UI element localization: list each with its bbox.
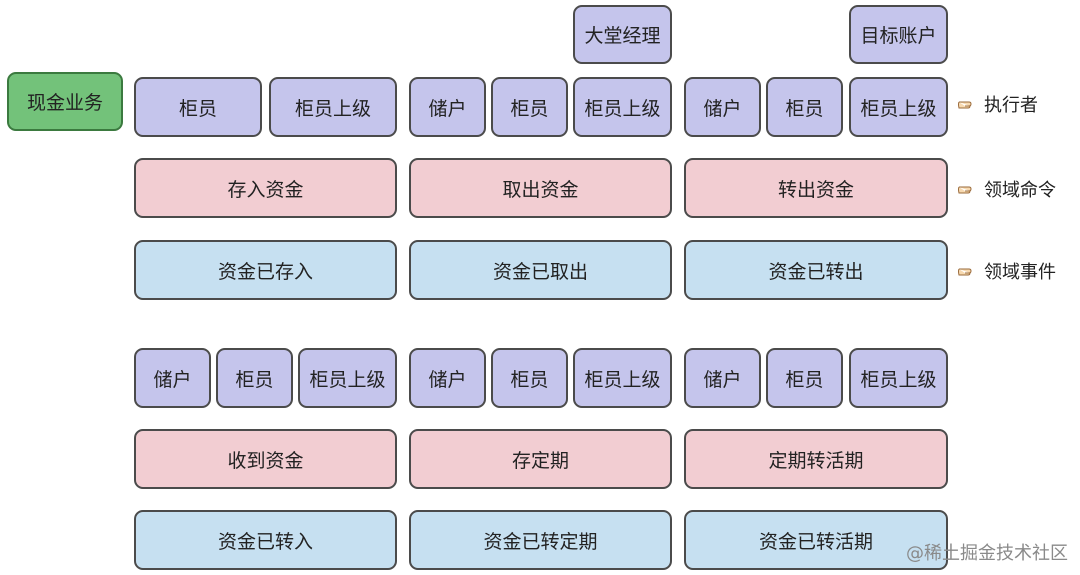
event-funds-transferred-in: 资金已转入 (134, 510, 397, 570)
command-fixed-to-current: 定期转活期 (684, 429, 948, 489)
actor-depositor: 储户 (684, 348, 761, 408)
legend-actor: 执行者 (958, 91, 1038, 117)
actor-depositor: 储户 (134, 348, 211, 408)
actor-teller-supervisor: 柜员上级 (573, 348, 672, 408)
command-fixed-deposit: 存定期 (409, 429, 672, 489)
command-receive-funds: 收到资金 (134, 429, 397, 489)
command-transfer-out-funds: 转出资金 (684, 158, 948, 218)
event-funds-to-fixed: 资金已转定期 (409, 510, 672, 570)
legend-event: 领域事件 (958, 258, 1056, 284)
legend-command: 领域命令 (958, 176, 1056, 202)
actor-teller: 柜员 (766, 77, 843, 137)
watermark: @稀土掘金技术社区 (906, 543, 1068, 564)
command-deposit-funds: 存入资金 (134, 158, 397, 218)
event-funds-to-current: 资金已转活期 (684, 510, 948, 570)
command-withdraw-funds: 取出资金 (409, 158, 672, 218)
actor-depositor: 储户 (409, 77, 486, 137)
business-cash: 现金业务 (7, 72, 123, 131)
actor-teller: 柜员 (491, 77, 568, 137)
actor-teller-supervisor: 柜员上级 (849, 348, 948, 408)
pointing-hand-icon (958, 101, 972, 109)
actor-teller: 柜员 (766, 348, 843, 408)
actor-teller-supervisor: 柜员上级 (573, 77, 672, 137)
actor-teller: 柜员 (134, 77, 262, 137)
event-funds-transferred-out: 资金已转出 (684, 240, 948, 300)
event-funds-withdrawn: 资金已取出 (409, 240, 672, 300)
pointing-hand-icon (958, 186, 972, 194)
actor-lobby-manager: 大堂经理 (573, 5, 672, 64)
actor-teller: 柜员 (216, 348, 293, 408)
actor-depositor: 储户 (684, 77, 761, 137)
legend-event-label: 领域事件 (984, 262, 1056, 283)
legend-actor-label: 执行者 (984, 95, 1038, 116)
actor-teller-supervisor: 柜员上级 (269, 77, 397, 137)
actor-teller-supervisor: 柜员上级 (849, 77, 948, 137)
legend-command-label: 领域命令 (984, 180, 1056, 201)
event-funds-deposited: 资金已存入 (134, 240, 397, 300)
actor-target-account: 目标账户 (849, 5, 948, 64)
actor-teller: 柜员 (491, 348, 568, 408)
actor-depositor: 储户 (409, 348, 486, 408)
actor-teller-supervisor: 柜员上级 (298, 348, 397, 408)
pointing-hand-icon (958, 268, 972, 276)
